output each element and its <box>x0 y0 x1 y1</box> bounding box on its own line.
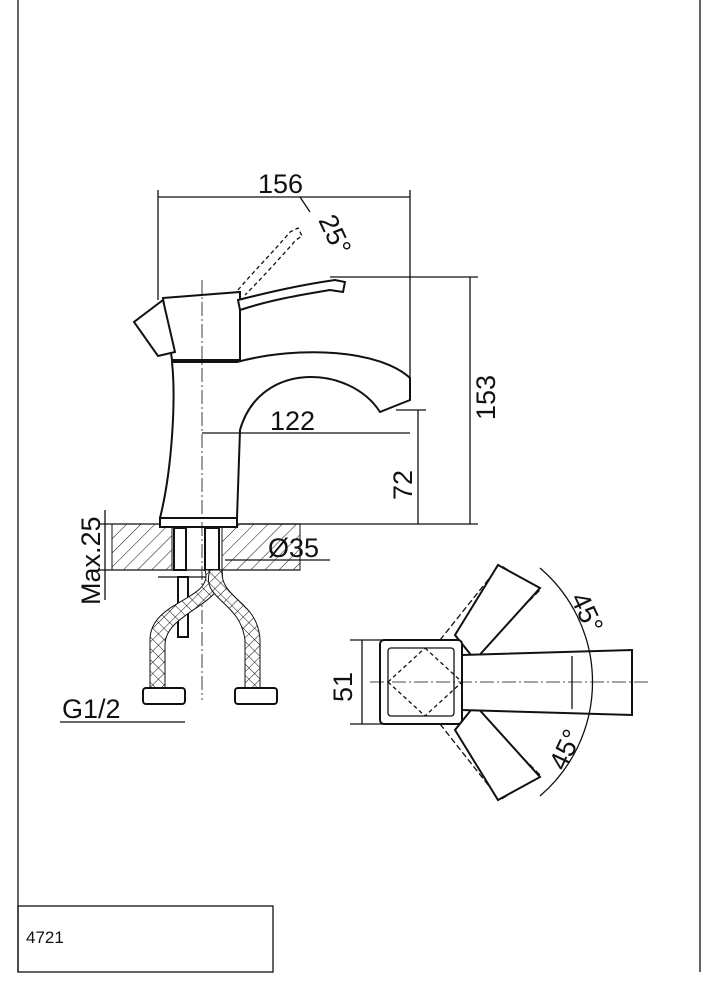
dim-rotation-left: 45° <box>565 588 609 638</box>
dim-top-width: 51 <box>328 672 358 702</box>
drawing-frame <box>17 0 701 973</box>
dim-rotation-right: 45° <box>543 725 587 775</box>
dim-spout-height: 72 <box>388 470 418 500</box>
dim-width: 156 <box>258 169 303 199</box>
dim-reach: 122 <box>270 406 315 436</box>
dim-thread: G1/2 <box>62 694 121 724</box>
faucet-side-view <box>132 227 411 700</box>
dim-max-counter: Max.25 <box>76 516 106 605</box>
supply-hoses <box>142 569 278 705</box>
dim-lever-angle: 25° <box>313 210 357 260</box>
dim-hole-diameter: Ø35 <box>268 533 319 563</box>
faucet-top-view <box>350 563 650 802</box>
dimension-lines <box>60 190 478 723</box>
dim-height: 153 <box>471 375 501 420</box>
model-code: 4721 <box>26 928 64 947</box>
